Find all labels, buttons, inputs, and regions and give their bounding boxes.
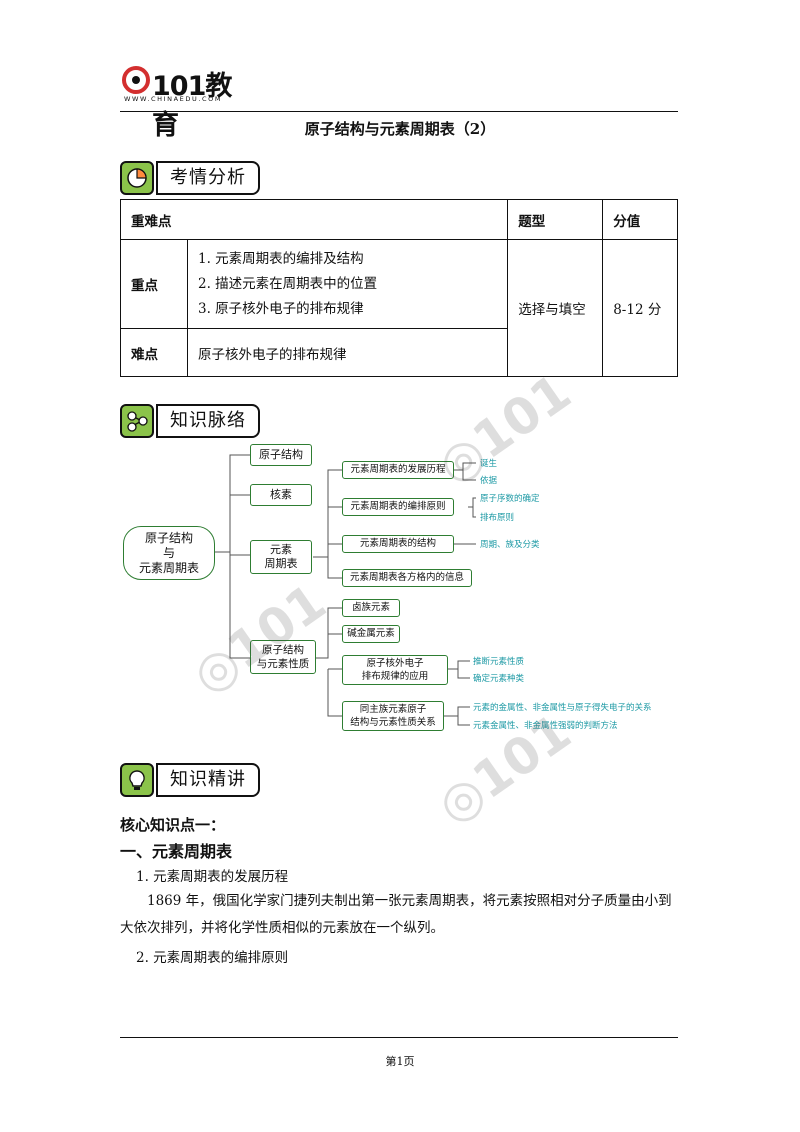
leaf-atomic-number: 原子序数的确定 — [480, 494, 540, 504]
section-knowledge-detail-header: 知识精讲 — [120, 763, 260, 799]
molecule-icon — [120, 404, 154, 438]
key-row: 重点 1. 元素周期表的编排及结构 2. 描述元素在周期表中的位置 3. 原子核… — [120, 239, 678, 377]
node-halogen: 卤族元素 — [342, 599, 400, 617]
item-principle: 2. 元素周期表的编排原则 — [136, 950, 289, 966]
paragraph-history: 1869 年，俄国化学家门捷列夫制出第一张元素周期表，将元素按照相对分子质量由小… — [120, 893, 672, 936]
mindmap-root: 原子结构 与 元素周期表 — [123, 526, 215, 580]
node-table-cell-info: 元素周期表各方格内的信息 — [342, 569, 472, 587]
difficult-label: 难点 — [120, 328, 188, 377]
document-title: 原子结构与元素周期表（2） — [304, 120, 496, 138]
score-value: 8-12 分 — [602, 239, 678, 377]
leaf-period-group: 周期、族及分类 — [480, 540, 540, 550]
node-alkali-metal: 碱金属元素 — [342, 625, 400, 643]
mind-map: 原子结构 与 元素周期表 原子结构 核素 元素 周期表 原子结构 与元素性质 元… — [118, 440, 678, 740]
question-type-value: 选择与填空 — [507, 239, 604, 377]
key-point-2: 2. 描述元素在周期表中的位置 — [198, 275, 378, 292]
logo-text: 101教育 — [152, 71, 232, 141]
leaf-arrangement: 排布原则 — [480, 513, 515, 523]
key-points: 1. 元素周期表的编排及结构 2. 描述元素在周期表中的位置 3. 原子核外电子… — [186, 239, 509, 329]
node-nuclide: 核素 — [250, 484, 312, 506]
difficult-row: 难点 原子核外电子的排布规律 — [120, 328, 678, 377]
leaf-infer-properties: 推断元素性质 — [473, 657, 525, 667]
table-header-row: 重难点 题型 分值 — [119, 199, 678, 240]
header-rule — [120, 111, 678, 112]
node-group-relation: 同主族元素原子 结构与元素性质关系 — [342, 701, 444, 731]
logo-subtitle: WWW.CHINAEDU.COM — [124, 95, 223, 103]
section-knowledge-map-header: 知识脉络 — [120, 404, 260, 440]
key-label: 重点 — [120, 239, 188, 329]
logo-target-icon — [122, 66, 150, 94]
node-atomic-structure: 原子结构 — [250, 444, 312, 466]
section-knowledge-map-title: 知识脉络 — [156, 404, 260, 438]
key-point-1: 1. 元素周期表的编排及结构 — [198, 250, 364, 267]
header-question-type: 题型 — [507, 199, 604, 240]
section-analysis-title: 考情分析 — [156, 161, 260, 195]
pie-chart-icon — [120, 161, 154, 195]
node-table-structure: 元素周期表的结构 — [342, 535, 454, 553]
leaf-birth: 诞生 — [480, 459, 498, 469]
node-structure-properties: 原子结构 与元素性质 — [250, 640, 316, 674]
section-knowledge-detail-title: 知识精讲 — [156, 763, 260, 797]
item-history: 1. 元素周期表的发展历程 — [136, 869, 289, 885]
section-heading-periodic-table: 一、元素周期表 — [120, 842, 233, 861]
key-point-3: 3. 原子核外电子的排布规律 — [198, 300, 364, 317]
leaf-metallic-electron: 元素的金属性、非金属性与原子得失电子的关系 — [473, 703, 652, 713]
header-key-difficult: 重难点 — [119, 199, 509, 240]
node-periodic-table: 元素 周期表 — [250, 540, 312, 574]
logo: 101教育 WWW.CHINAEDU.COM — [122, 66, 242, 141]
page-number: 第1页 — [385, 1055, 415, 1068]
mind-map-connectors — [213, 454, 476, 726]
header-score: 分值 — [602, 199, 678, 240]
footer-rule — [120, 1037, 678, 1038]
node-table-principle: 元素周期表的编排原则 — [342, 498, 454, 516]
section-analysis-header: 考情分析 — [120, 161, 260, 197]
analysis-table: 重难点 题型 分值 重点 1. 元素周期表的编排及结构 2. 描述元素在周期表中… — [119, 199, 678, 377]
difficult-point: 原子核外电子的排布规律 — [186, 328, 509, 377]
leaf-determine-element: 确定元素种类 — [473, 674, 525, 684]
node-table-history: 元素周期表的发展历程 — [342, 461, 454, 479]
leaf-judging-method: 元素金属性、非金属性强弱的判断方法 — [473, 721, 618, 731]
core-point-heading: 核心知识点一： — [120, 816, 226, 834]
leaf-basis: 依据 — [480, 476, 498, 486]
node-electron-application: 原子核外电子 排布规律的应用 — [342, 655, 448, 685]
lightbulb-icon — [120, 763, 154, 797]
